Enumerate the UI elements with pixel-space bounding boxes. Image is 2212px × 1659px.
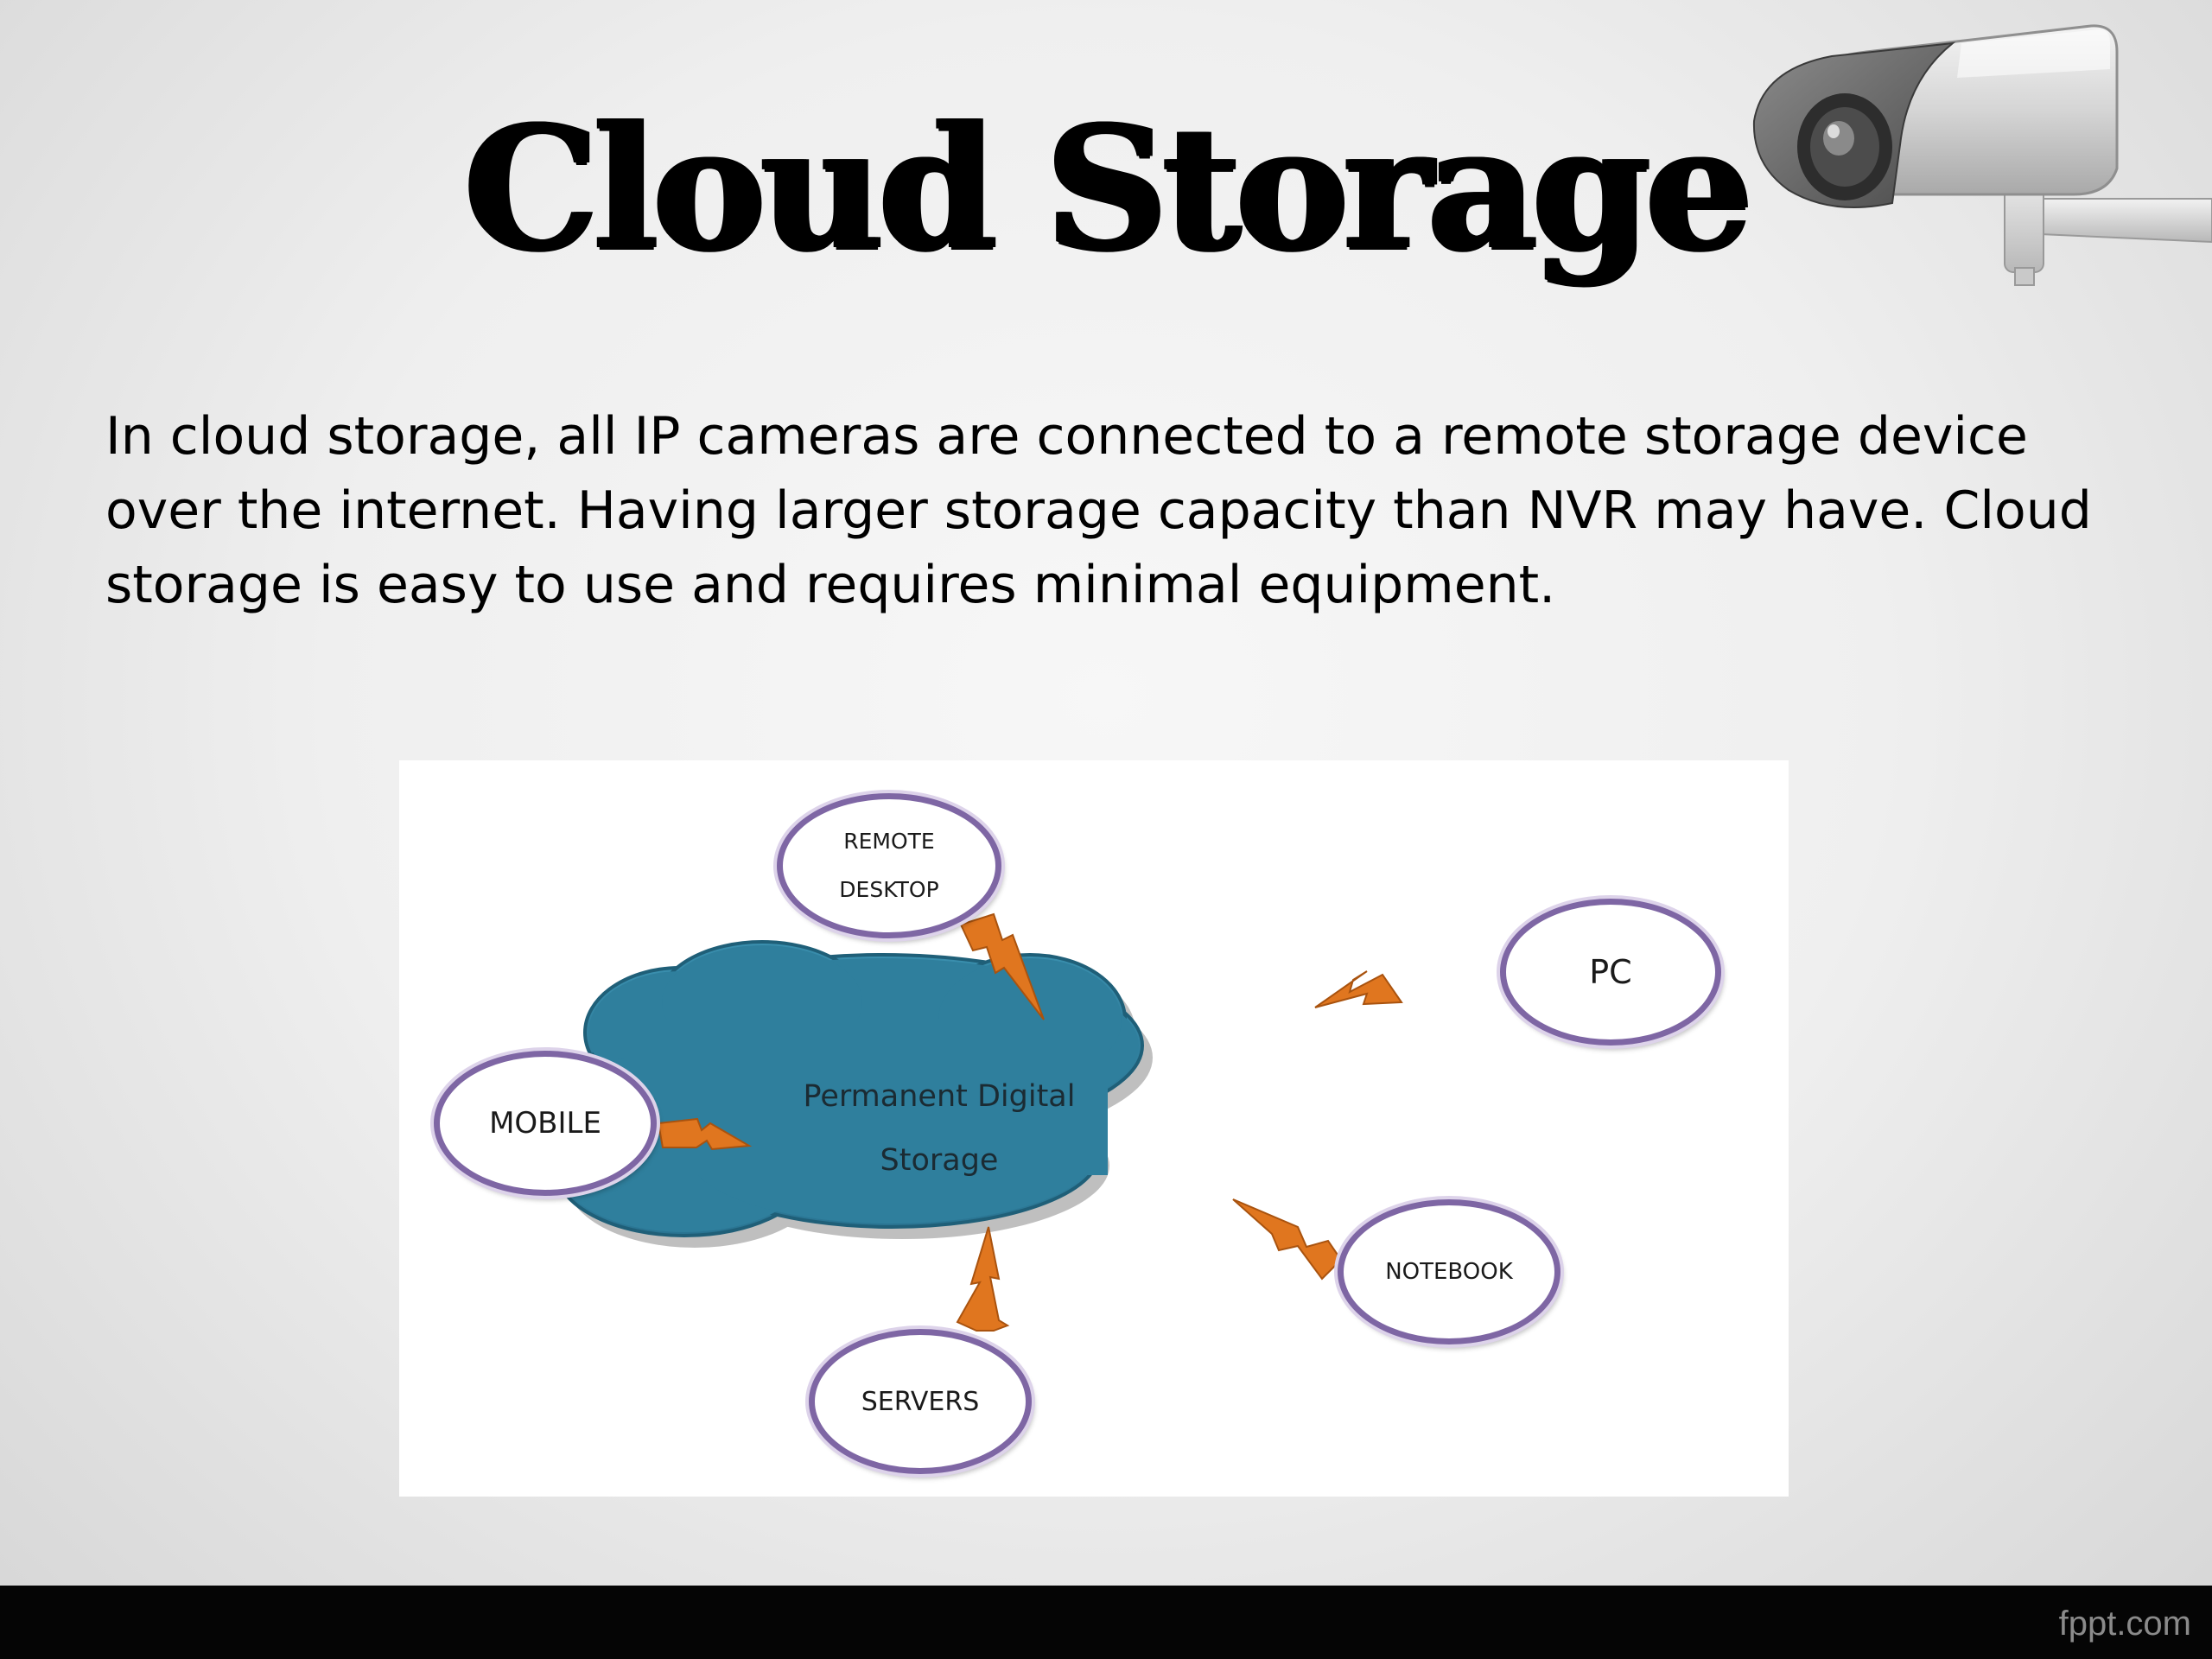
cloud-storage-diagram: Permanent Digital Storage REMOTE DESKTOP… [399,760,1789,1497]
node-notebook: NOTEBOOK [1338,1199,1560,1344]
node-remote-desktop-line1: REMOTE [843,829,935,854]
node-mobile-label: MOBILE [489,1106,601,1141]
slide-title: Cloud Storage [464,89,1753,288]
bolt-remote-desktop [959,912,1045,1020]
cloud-label-line2: Storage [880,1143,999,1178]
footer-bar: fppt.com [0,1586,2212,1659]
body-paragraph: In cloud storage, all IP cameras are con… [105,406,2092,615]
cloud-label: Permanent Digital Storage [745,1065,1134,1192]
node-mobile: MOBILE [434,1051,657,1196]
node-servers: SERVERS [809,1329,1032,1474]
security-camera-icon [1752,24,2212,286]
node-pc-label: PC [1589,953,1632,991]
bolt-servers [956,1226,1010,1332]
connection-bolts [657,912,1403,1332]
bolt-pc [1314,970,1403,1008]
bolt-mobile [657,1117,753,1151]
node-remote-desktop-line2: DESKTOP [839,877,939,902]
node-pc: PC [1500,899,1721,1046]
cloud-label-line1: Permanent Digital [803,1079,1076,1114]
node-servers-label: SERVERS [861,1386,980,1417]
node-notebook-label: NOTEBOOK [1385,1259,1513,1285]
footer-brand: fppt.com [2058,1605,2191,1643]
node-remote-desktop: REMOTE DESKTOP [777,793,1001,938]
bolt-notebook [1232,1198,1343,1281]
